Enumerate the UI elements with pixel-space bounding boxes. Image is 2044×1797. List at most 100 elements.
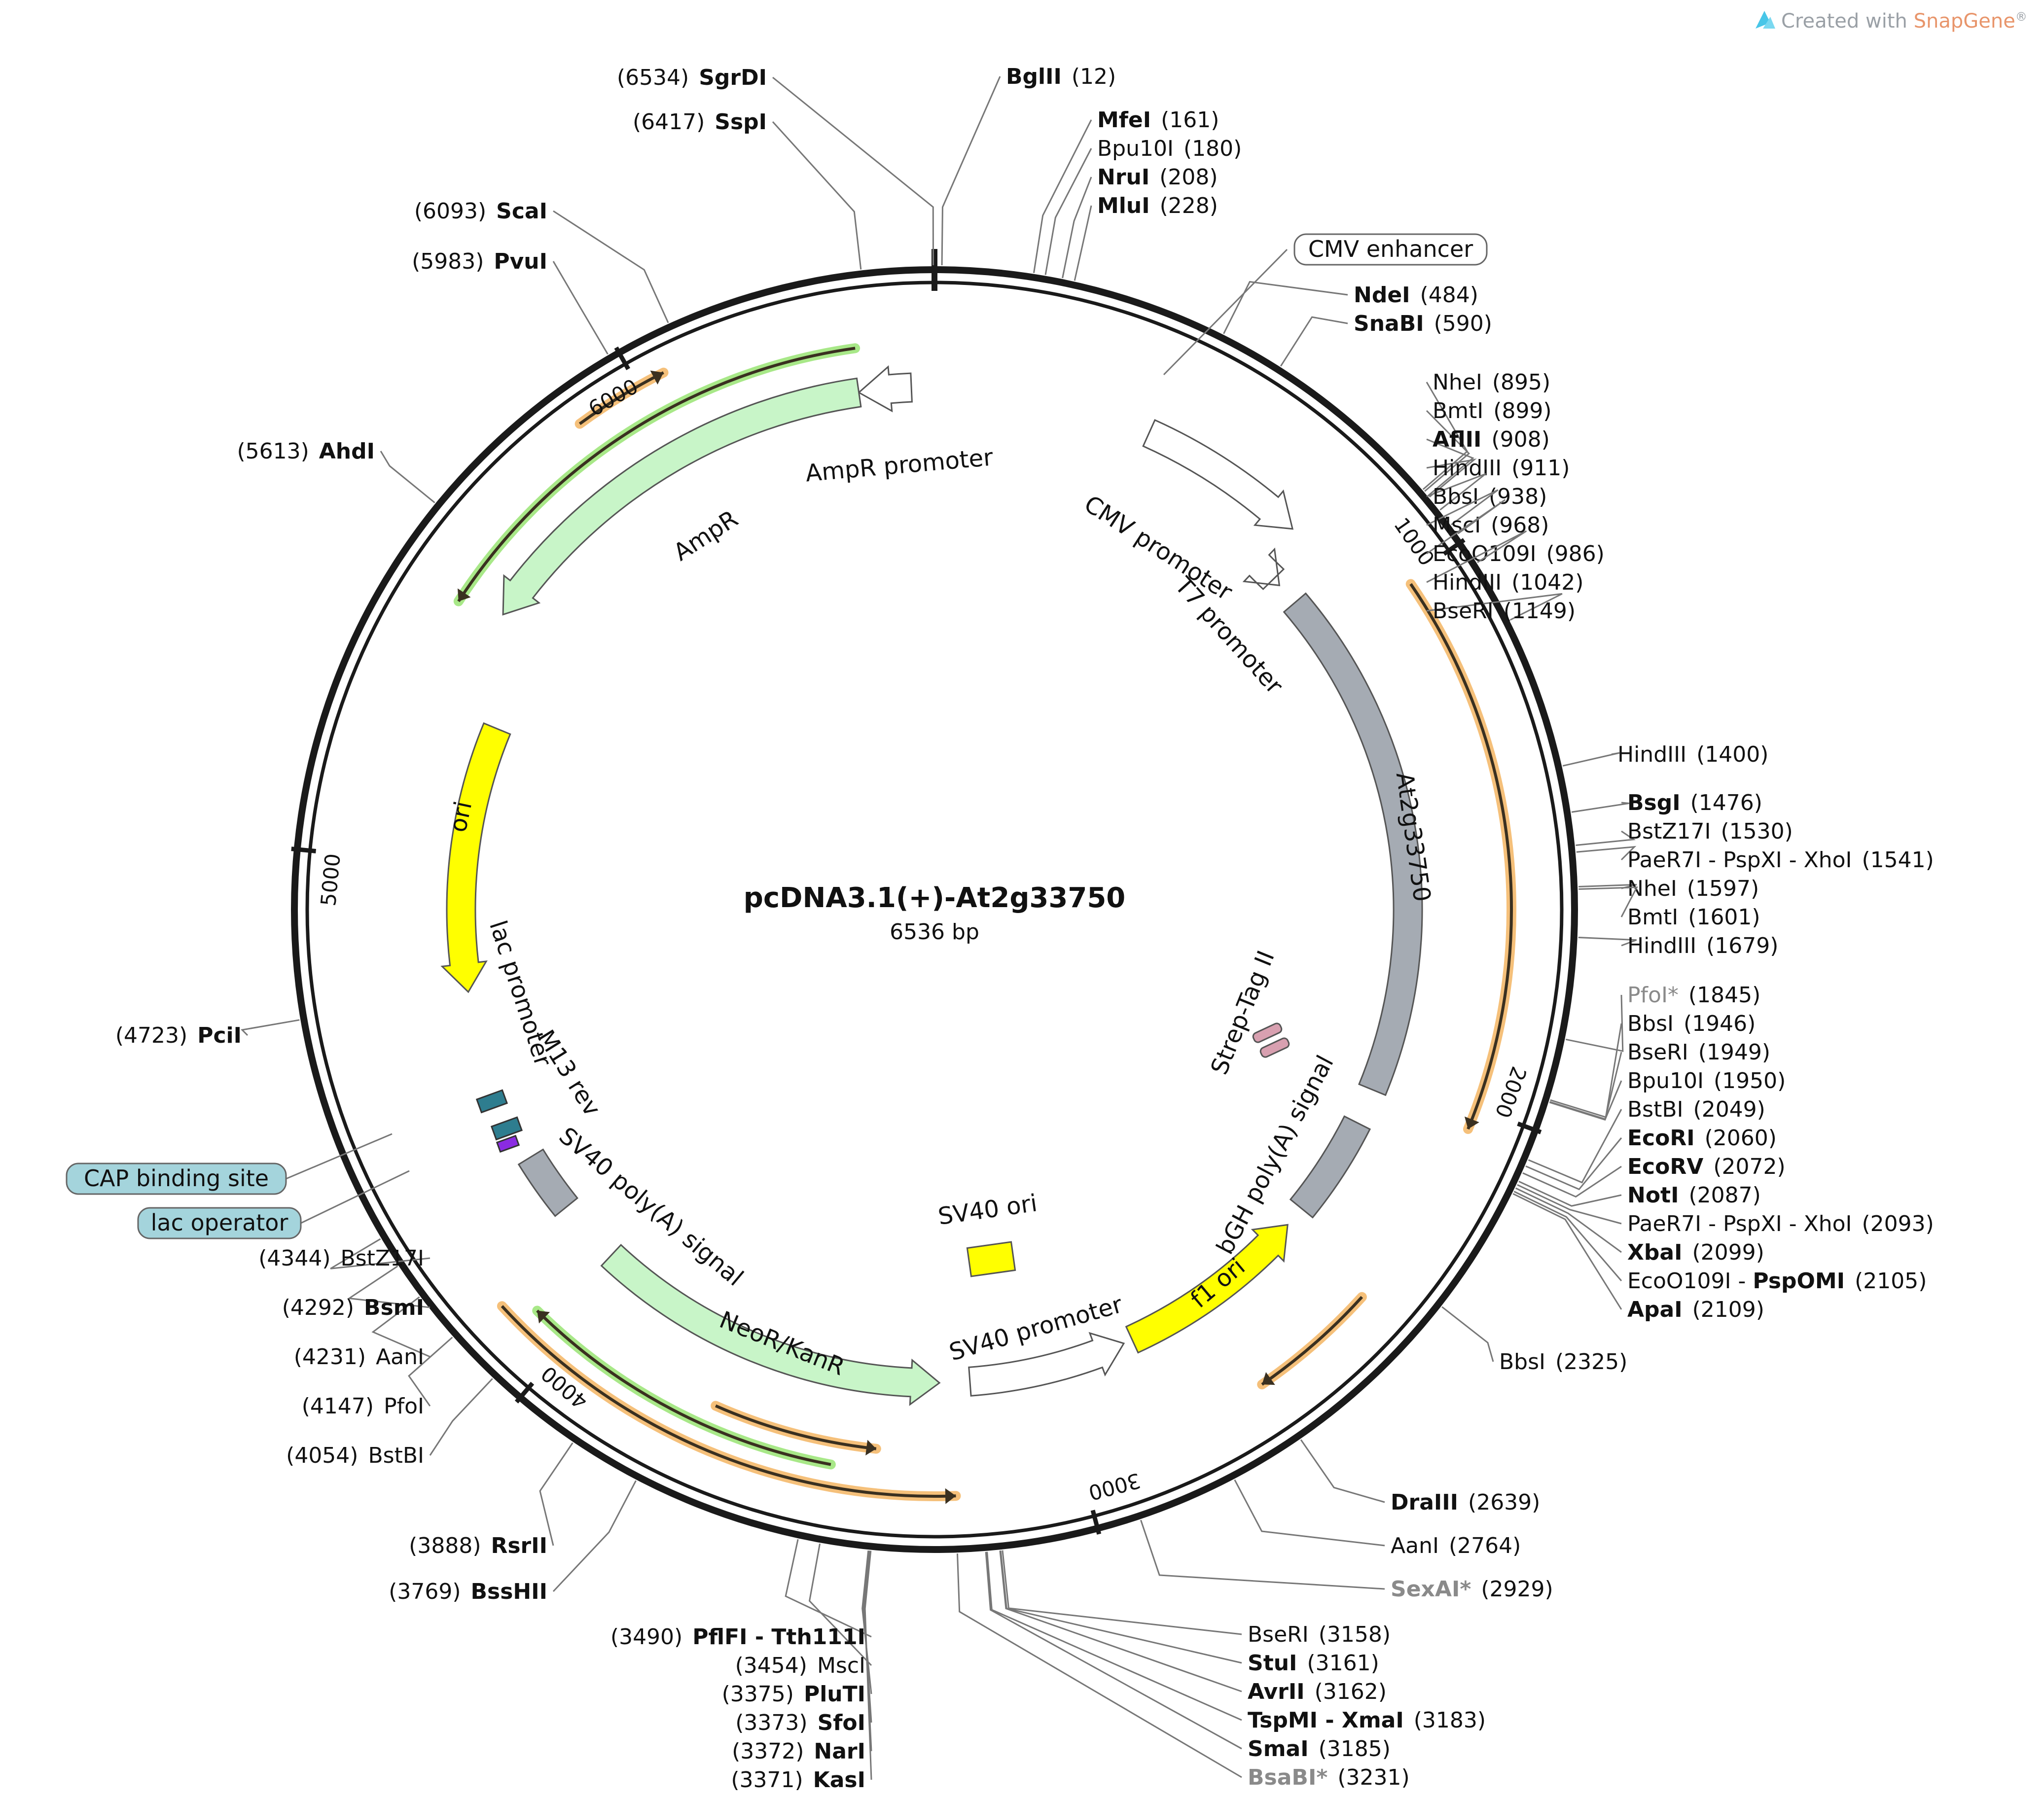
site-pos: (5613) xyxy=(237,439,309,464)
site-label-nhei-895[interactable]: NheI(895) xyxy=(1433,370,1550,395)
site-label-paer7i-pspxi-xhoi-2093[interactable]: PaeR7I - PspXI - XhoI(2093) xyxy=(1627,1211,1934,1236)
site-label-ndei-484[interactable]: NdeI(484) xyxy=(1354,282,1478,308)
feature-strep-tag-2[interactable] xyxy=(1259,1037,1291,1058)
feature-label-ampr[interactable]: AmpR xyxy=(669,505,743,566)
site-label-hindiii-1679[interactable]: HindIII(1679) xyxy=(1627,933,1778,958)
site-label-bseri-3158[interactable]: BseRI(3158) xyxy=(1248,1622,1391,1647)
site-label-nari-3372[interactable]: (3372)NarI xyxy=(732,1739,865,1764)
site-label-hindiii-1042[interactable]: HindIII(1042) xyxy=(1433,570,1583,595)
site-label-bbsi-2325[interactable]: BbsI(2325) xyxy=(1499,1349,1627,1374)
site-label-nhei-1597[interactable]: NheI(1597) xyxy=(1627,876,1759,901)
feature-cap-binding-site[interactable] xyxy=(475,1089,508,1114)
site-label-bseri-1949[interactable]: BseRI(1949) xyxy=(1627,1040,1770,1065)
site-label-pluti-3375[interactable]: (3375)PluTI xyxy=(722,1682,865,1707)
boxed-label-lac-operator[interactable]: lac operator xyxy=(151,1209,288,1236)
site-label-bstbi-2049[interactable]: BstBI(2049) xyxy=(1627,1097,1765,1122)
site-label-kasi-3371[interactable]: (3371)KasI xyxy=(731,1767,865,1793)
feature-ampr-promoter[interactable] xyxy=(858,365,913,413)
site-label-scai-6093[interactable]: (6093)ScaI xyxy=(414,199,547,224)
site-label-aani-2764[interactable]: AanI(2764) xyxy=(1391,1533,1521,1558)
feature-cmv-promoter[interactable] xyxy=(1142,419,1294,530)
site-pos: (908) xyxy=(1491,427,1549,452)
site-label-avrii-3162[interactable]: AvrII(3162) xyxy=(1248,1679,1387,1704)
site-label-ecoo109i-986[interactable]: EcoO109I(986) xyxy=(1433,541,1605,566)
site-label-bmti-899[interactable]: BmtI(899) xyxy=(1433,398,1552,423)
site-label-hindiii-911[interactable]: HindIII(911) xyxy=(1433,456,1570,481)
site-label-sgrdi-6534[interactable]: (6534)SgrDI xyxy=(617,65,767,90)
site-label-aani-4231[interactable]: (4231)AanI xyxy=(294,1344,424,1370)
site-label-bseri-1149[interactable]: BseRI(1149) xyxy=(1433,599,1576,624)
feature-label-strep-tag-ii[interactable]: Strep-Tag II xyxy=(1205,947,1280,1078)
site-label-mlui-228[interactable]: MluI(228) xyxy=(1097,193,1218,218)
site-label-snabi-590[interactable]: SnaBI(590) xyxy=(1354,311,1492,336)
site-label-ecoo109i-2105[interactable]: EcoO109I - PspOMI(2105) xyxy=(1627,1268,1927,1294)
site-label-tspmi-xmai-3183[interactable]: TspMI - XmaI(3183) xyxy=(1248,1708,1486,1733)
site-name: SspI xyxy=(715,109,767,135)
site-label-pfoi-1845[interactable]: PfoI*(1845) xyxy=(1627,983,1760,1008)
feature-lac-operator[interactable] xyxy=(490,1116,523,1141)
site-label-bstz17i-4344[interactable]: (4344)BstZ17I xyxy=(258,1246,424,1271)
feature-label-ampr-promoter[interactable]: AmpR promoter xyxy=(804,444,994,488)
site-label-mfei-161[interactable]: MfeI(161) xyxy=(1097,107,1219,133)
site-label-bpu10i-180[interactable]: Bpu10I(180) xyxy=(1097,136,1242,161)
feature-bgh-poly-a-signal[interactable] xyxy=(1289,1115,1371,1219)
feature-t7-promoter[interactable] xyxy=(1242,547,1285,591)
site-label-pcii-4723[interactable]: (4723)PciI xyxy=(115,1023,242,1048)
site-label-bsshii-3769[interactable]: (3769)BssHII xyxy=(389,1579,547,1604)
site-label-draiii-2639[interactable]: DraIII(2639) xyxy=(1391,1490,1540,1515)
feature-m13-rev[interactable] xyxy=(496,1134,520,1153)
site-label-ecori-2060[interactable]: EcoRI(2060) xyxy=(1627,1126,1777,1151)
feature-sv40-ori[interactable] xyxy=(966,1241,1016,1277)
feature-f1-ori[interactable] xyxy=(1125,1224,1289,1354)
site-label-bmti-1601[interactable]: BmtI(1601) xyxy=(1627,905,1760,930)
site-label-pfoi-4147[interactable]: (4147)PfoI xyxy=(302,1394,424,1419)
site-label-bstz17i-1530[interactable]: BstZ17I(1530) xyxy=(1627,819,1793,844)
site-label-hindiii-1400[interactable]: HindIII(1400) xyxy=(1617,742,1768,767)
site-label-xbai-2099[interactable]: XbaI(2099) xyxy=(1627,1240,1764,1265)
site-label-pvui-5983[interactable]: (5983)PvuI xyxy=(412,249,547,274)
feature-label-cmv-promoter[interactable]: CMV promoter xyxy=(1079,490,1237,606)
site-label-msci-968[interactable]: MscI(968) xyxy=(1433,513,1549,538)
site-label-ecorv-2072[interactable]: EcoRV(2072) xyxy=(1627,1154,1786,1179)
site-label-bsgi-1476[interactable]: BsgI(1476) xyxy=(1627,790,1762,815)
feature-ampr[interactable] xyxy=(502,377,862,616)
site-label-bpu10i-1950[interactable]: Bpu10I(1950) xyxy=(1627,1068,1786,1093)
feature-ori[interactable] xyxy=(440,722,511,993)
site-label-bbsi-1946[interactable]: BbsI(1946) xyxy=(1627,1011,1756,1036)
site-label-pflfi-tth111i-3490[interactable]: (3490)PflFI - Tth111I xyxy=(610,1624,865,1650)
site-label-aflii-908[interactable]: AflII(908) xyxy=(1433,427,1550,452)
site-label-nrui-208[interactable]: NruI(208) xyxy=(1097,165,1218,190)
site-pos: (2087) xyxy=(1688,1183,1760,1208)
site-label-paer7i-pspxi-xhoi-1541[interactable]: PaeR7I - PspXI - XhoI(1541) xyxy=(1627,847,1934,873)
feature-label-m13-rev[interactable]: M13 rev xyxy=(532,1025,606,1121)
site-label-msci-3454[interactable]: (3454)MscI xyxy=(735,1653,865,1678)
site-label-bstbi-4054[interactable]: (4054)BstBI xyxy=(286,1443,424,1468)
site-label-bbsi-938[interactable]: BbsI(938) xyxy=(1433,484,1547,509)
feature-label-sv40-poly-a-signal[interactable]: SV40 poly(A) signal xyxy=(554,1122,749,1292)
site-label-smai-3185[interactable]: SmaI(3185) xyxy=(1248,1736,1391,1762)
site-label-noti-2087[interactable]: NotI(2087) xyxy=(1627,1183,1761,1208)
site-label-sfoi-3373[interactable]: (3373)SfoI xyxy=(735,1710,865,1735)
site-label-bglii-12[interactable]: BglII(12) xyxy=(1006,64,1116,89)
site-label-sspi-6417[interactable]: (6417)SspI xyxy=(633,109,767,135)
boxed-label-cmv-enhancer[interactable]: CMV enhancer xyxy=(1308,236,1473,262)
site-label-apai-2109[interactable]: ApaI(2109) xyxy=(1627,1297,1764,1322)
site-label-sexai-2929[interactable]: SexAI*(2929) xyxy=(1391,1577,1553,1602)
feature-sv40-poly-a-signal[interactable] xyxy=(517,1148,578,1217)
feature-sv40-promoter[interactable] xyxy=(968,1332,1125,1397)
feature-at2g33750[interactable] xyxy=(1283,592,1423,1096)
site-leader-xbai-2099 xyxy=(1515,1187,1622,1253)
feature-label-ori[interactable]: ori xyxy=(444,799,477,835)
orf-bottom-a-core xyxy=(501,1305,956,1498)
feature-neor-kanr[interactable] xyxy=(600,1243,941,1406)
site-label-stui-3161[interactable]: StuI(3161) xyxy=(1248,1651,1379,1676)
site-pos: (590) xyxy=(1434,311,1492,336)
feature-strep-tag-1[interactable] xyxy=(1252,1022,1283,1043)
feature-label-sv40-ori[interactable]: SV40 ori xyxy=(936,1189,1039,1231)
site-label-rsrii-3888[interactable]: (3888)RsrII xyxy=(409,1533,547,1558)
site-label-ahdi-5613[interactable]: (5613)AhdI xyxy=(237,439,375,464)
site-label-bsmi-4292[interactable]: (4292)BsmI xyxy=(282,1295,424,1320)
boxed-label-cap-binding-site[interactable]: CAP binding site xyxy=(84,1165,269,1192)
site-label-bsabi-3231[interactable]: BsaBI*(3231) xyxy=(1248,1765,1410,1790)
